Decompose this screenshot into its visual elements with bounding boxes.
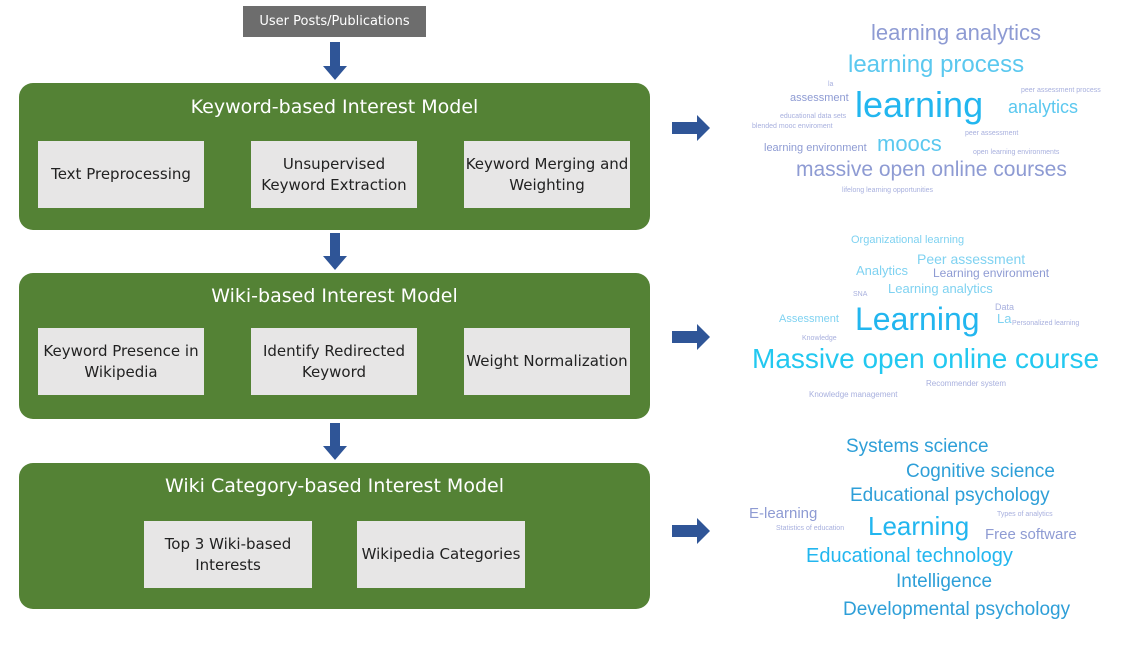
cloud-word: la — [828, 81, 834, 88]
cloud-word: Types of analytics — [997, 511, 1053, 518]
down-arrow-1 — [323, 42, 347, 80]
cloud-word: Data — [995, 302, 1015, 312]
cloud-word: E-learning — [749, 505, 818, 522]
step-identify-redirected: Identify Redirected Keyword — [251, 328, 417, 395]
cloud-word: Educational technology — [806, 545, 1013, 567]
cloud-word: Knowledge — [802, 335, 837, 342]
cloud-word: Organizational learning — [851, 234, 965, 246]
keyword-model-panel: Keyword-based Interest Model Text Prepro… — [19, 83, 650, 230]
wiki-category-model-panel: Wiki Category-based Interest Model Top 3… — [19, 463, 650, 609]
cloud-word: Intelligence — [896, 571, 993, 592]
cloud-word: moocs — [877, 131, 942, 156]
step-wikipedia-categories: Wikipedia Categories — [357, 521, 525, 588]
cloud-word: Free software — [985, 526, 1077, 543]
cloud-word: La — [997, 311, 1012, 326]
panel-title: Wiki-based Interest Model — [211, 285, 458, 307]
cloud-word: Cognitive science — [906, 461, 1055, 482]
cloud-word: peer assessment process — [1021, 87, 1101, 94]
cloud-word: Knowledge management — [809, 390, 898, 399]
step-keyword-extraction: Unsupervised Keyword Extraction — [251, 141, 417, 208]
step-top3-interests: Top 3 Wiki-based Interests — [144, 521, 312, 588]
cloud-word: Statistics of education — [776, 525, 845, 532]
cloud-word: Systems science — [846, 436, 989, 457]
cloud-word: assessment — [790, 92, 849, 104]
cloud-word: Assessment — [779, 313, 839, 325]
cloud-word: Developmental psychology — [843, 599, 1071, 620]
step-keyword-presence: Keyword Presence in Wikipedia — [38, 328, 204, 395]
right-arrow-cloud-3 — [672, 518, 710, 544]
cloud-word: learning environment — [764, 142, 867, 154]
cloud-word: learning analytics — [871, 20, 1041, 45]
cloud-word: peer assessment — [965, 130, 1019, 137]
cloud-word: Learning analytics — [888, 281, 993, 296]
down-arrow-3 — [323, 423, 347, 460]
step-keyword-merging: Keyword Merging and Weighting — [464, 141, 630, 208]
input-label: User Posts/Publications — [259, 14, 410, 29]
wiki-model-panel: Wiki-based Interest Model Keyword Presen… — [19, 273, 650, 419]
cloud-word: Massive open online course — [752, 343, 1100, 374]
panel-title: Keyword-based Interest Model — [190, 96, 479, 118]
cloud-word: Educational psychology — [850, 485, 1050, 506]
cloud-word: massive open online courses — [796, 158, 1067, 181]
down-arrow-2 — [323, 233, 347, 270]
step-text-preprocessing: Text Preprocessing — [38, 141, 204, 208]
cloud-word: educational data sets — [780, 113, 847, 120]
cloud-word: analytics — [1008, 97, 1079, 117]
step-weight-normalization: Weight Normalization — [464, 328, 630, 395]
cloud-word: Learning — [855, 301, 980, 337]
cloud-word: Personalized learning — [1012, 320, 1080, 327]
cloud-word: Analytics — [856, 263, 909, 278]
cloud-word: Peer assessment — [917, 251, 1026, 267]
panel-title: Wiki Category-based Interest Model — [165, 475, 504, 497]
cloud-word: learning — [855, 84, 984, 125]
cloud-word: learning process — [848, 51, 1025, 78]
cloud-word: Learning — [868, 511, 970, 541]
cloud-word: Recommender system — [926, 379, 1007, 388]
cloud-word: Learning environment — [933, 266, 1050, 280]
cloud-word: lifelong learning opportunities — [842, 187, 934, 194]
input-box: User Posts/Publications — [243, 6, 426, 37]
cloud-word: blended mooc enviroment — [752, 123, 833, 130]
cloud-word: SNA — [853, 291, 868, 298]
right-arrow-cloud-1 — [672, 115, 710, 141]
right-arrow-cloud-2 — [672, 324, 710, 350]
cloud-word: open learning environments — [973, 149, 1060, 156]
